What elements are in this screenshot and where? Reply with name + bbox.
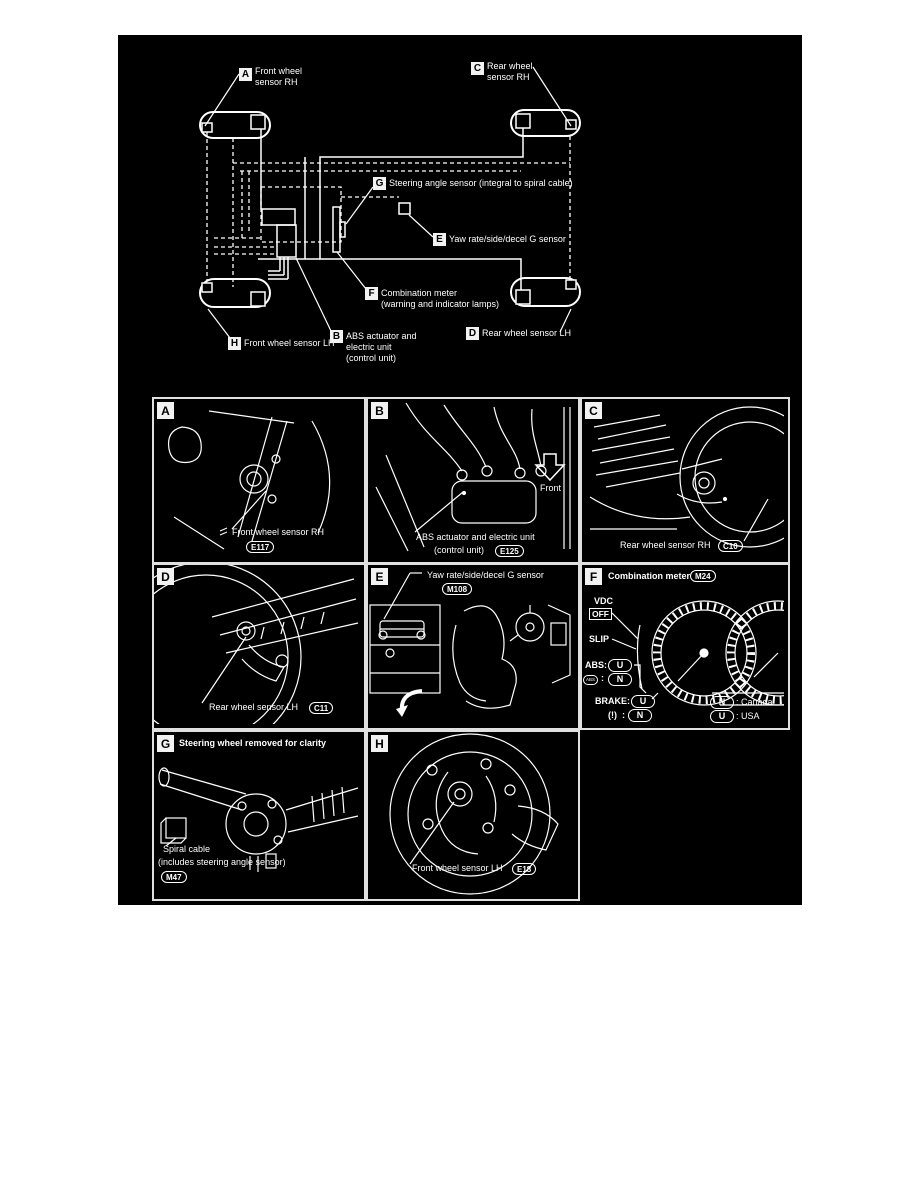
panel-b-letterbox: B [371,402,388,419]
panel-a-caption: Front wheel sensor RH [232,527,325,537]
dashed-harness-lines [206,132,571,287]
panel-e-letterbox: E [371,568,388,585]
panel-d-connector-code: C11 [309,702,334,714]
abs-label: ABS: [585,660,607,670]
callout-b-line3: (control unit) [346,353,397,363]
panel-d: D Rear wheel sensor LH C11 [152,563,366,730]
panel-a-letterbox: A [157,402,174,419]
legend-n-text: : Canada [736,697,773,707]
callout-b-line2: electric unit [346,342,392,352]
solid-harness-lines [258,128,524,290]
vdc-off-label: OFF [589,608,612,620]
callout-b-label: ABS actuator and electric unit (control … [346,331,417,364]
panel-b: B Front ABS actuator and electric unit (… [366,397,580,564]
callout-h-label: Front wheel sensor LH [244,338,335,348]
panel-g-caption-line2: (includes steering angle sensor) [158,857,286,867]
legend-n-oval: N [710,696,734,709]
panel-a: A Front wheel sensor RH E117 [152,397,366,564]
callout-d-letterbox: D [466,327,479,340]
callout-g-label: Steering angle sensor (integral to spira… [389,178,573,188]
panel-c-illustration [589,406,784,548]
brake-label: BRAKE: [595,696,630,706]
panel-c-connector-code: C10 [718,540,743,552]
callout-c-label: Rear wheel sensor RH [487,61,533,83]
yaw-sensor-shape [398,202,411,215]
panel-b-caption-line2: (control unit) [434,545,485,555]
excl-icon-separator: : [622,710,625,720]
panel-a-connector-code: E117 [246,541,275,553]
panel-h-connector-code: E18 [512,863,537,875]
callout-a-letterbox: A [239,68,252,81]
callout-c-line2: sensor RH [487,72,530,82]
steering-angle-sensor-shape [339,221,346,238]
diagram-canvas: A Front wheel sensor RH C Rear wheel sen… [118,35,802,905]
panel-h-letterbox: H [371,735,388,752]
abs-actuator-shape [261,208,296,226]
callout-f-line1: Combination meter [381,288,458,298]
wheel-outlines [199,109,581,308]
callout-a-line2: sensor RH [255,77,298,87]
callout-h-letterbox: H [228,337,241,350]
callout-f-label: Combination meter (warning and indicator… [381,288,499,310]
legend-u-oval: U [710,710,734,723]
panel-c-caption: Rear wheel sensor RH [620,540,711,550]
abs-value-oval: U [608,659,632,672]
abs-icon-value-oval: N [608,673,632,686]
callout-leader-lines [204,66,572,339]
callout-d-label: Rear wheel sensor LH [482,328,572,338]
brake-value-oval: U [631,695,655,708]
panel-d-illustration [154,565,359,724]
callout-f-line2: (warning and indicator lamps) [381,299,500,309]
panel-g-letterbox: G [157,735,174,752]
brake-warning-icon: (!) [608,710,617,720]
callout-e-label: Yaw rate/side/decel G sensor [449,234,566,244]
panel-b-caption-line1: ABS actuator and electric unit [416,532,535,542]
panel-g-caption-line1: Spiral cable [163,844,211,854]
panel-g-illustration [158,767,359,872]
panel-g-title: Steering wheel removed for clarity [179,738,327,748]
callout-f-letterbox: F [365,287,378,300]
excl-value-oval: N [628,709,652,722]
panel-e: E Yaw rate/side/decel G sensor M108 [366,563,580,730]
slip-label: SLIP [589,634,610,644]
panel-f-connector-code: M24 [690,570,716,582]
panel-e-connector-code: M108 [442,583,473,595]
callout-b-letterbox: B [330,330,343,343]
panel-h-illustration [389,733,559,895]
panel-a-illustration [167,410,331,550]
abs-warning-icon: ABS [583,675,599,685]
panel-d-letterbox: D [157,568,174,585]
overview-wiring-svg [199,66,581,339]
panel-b-front-label: Front [540,483,562,493]
callout-e-letterbox: E [433,233,446,246]
panel-b-connector-code: E125 [495,545,524,557]
panel-f-illustration [611,600,784,706]
combination-meter-shape [332,206,341,253]
callout-a-label: Front wheel sensor RH [255,66,302,88]
panel-h-caption: Front wheel sensor LH [412,863,503,873]
vdc-label: VDC [594,596,614,606]
wheel-sensor-squares [201,113,577,307]
panel-f-title: Combination meter [608,571,691,581]
panel-g-connector-code: M47 [161,871,187,883]
callout-b-line1: ABS actuator and [346,331,417,341]
panel-d-caption: Rear wheel sensor LH [209,702,299,712]
callout-a-line1: Front wheel [255,66,303,76]
panel-c: C Rear wheel sensor RH C10 [580,397,790,564]
panel-e-caption: Yaw rate/side/decel G sensor [427,570,544,580]
panel-b-illustration [375,402,571,552]
panel-f-letterbox: F [585,568,602,585]
panel-h: H Front wheel sensor LH E18 [366,730,580,901]
callout-c-letterbox: C [471,62,484,75]
legend-u-text: : USA [736,711,760,721]
panel-g: G Steering wheel removed for clarity Spi… [152,730,366,901]
panel-c-letterbox: C [585,402,602,419]
panel-e-illustration [369,572,571,717]
panel-f: F Combination meter M24 VDC OFF SLIP ABS… [580,563,790,730]
abs-icon-separator: : [601,673,604,683]
callout-c-line1: Rear wheel [487,61,533,71]
callout-g-letterbox: G [373,177,386,190]
